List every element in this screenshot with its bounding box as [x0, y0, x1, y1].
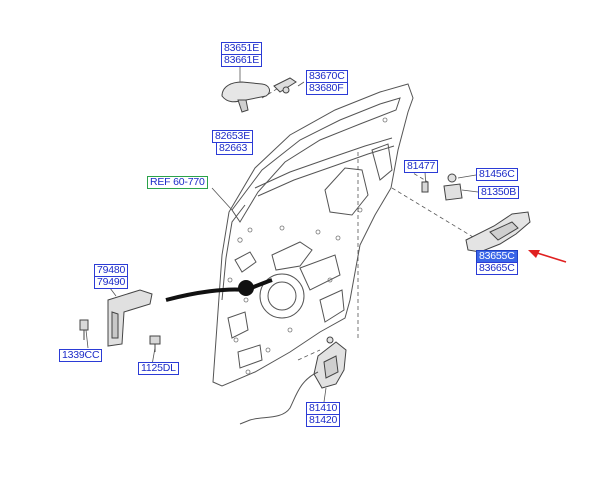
callout-group-latch: 81410 81420 — [306, 402, 341, 427]
service-hole-upper — [324, 167, 369, 216]
callout-83665C[interactable]: 83665C — [476, 262, 518, 275]
latch-cable — [239, 371, 319, 425]
service-hole-mid — [271, 241, 313, 271]
callout-83661E[interactable]: 83661E — [221, 54, 263, 67]
callout-group-inside-handle: 83655C 83665C — [476, 250, 518, 275]
callout-81477[interactable]: 81477 — [404, 160, 439, 173]
door-checker — [107, 289, 153, 347]
belt-line — [254, 137, 393, 189]
inside-handle-assembly — [465, 211, 531, 253]
door-panel-outline — [212, 83, 414, 387]
bolt-1339CC — [79, 319, 89, 340]
screw-81477 — [421, 181, 429, 193]
callout-1125DL[interactable]: 1125DL — [138, 362, 179, 375]
callout-group-outside-handle: 83651E 83661E — [221, 42, 263, 67]
handle-cover — [273, 77, 297, 94]
window-frame-inner — [231, 97, 401, 223]
callout-83680F[interactable]: 83680F — [306, 82, 348, 95]
bracket-81350B — [443, 183, 463, 201]
pointer-arrow — [528, 250, 567, 263]
callout-group-handle-cover: 83670C 83680F — [306, 70, 348, 95]
callout-1339CC[interactable]: 1339CC — [59, 349, 103, 362]
callout-ref-60-770[interactable]: REF 60-770 — [147, 176, 208, 189]
panel-inner-edge — [221, 204, 246, 301]
latch-cutout — [371, 143, 393, 181]
callout-81420[interactable]: 81420 — [306, 414, 341, 427]
callout-81456C[interactable]: 81456C — [476, 168, 518, 181]
outside-handle — [221, 81, 270, 113]
callout-79490[interactable]: 79490 — [94, 276, 129, 289]
washer-81456C — [447, 173, 457, 183]
door-latch-actuator — [313, 336, 347, 389]
callout-group-handle-frame: 82653E 82663 — [212, 130, 254, 155]
callout-81350B[interactable]: 81350B — [478, 186, 520, 199]
bolt-1125DL — [149, 335, 161, 352]
speaker-opening — [259, 273, 305, 319]
callout-82663[interactable]: 82663 — [216, 142, 254, 155]
callout-group-door-checker: 79480 79490 — [94, 264, 129, 289]
